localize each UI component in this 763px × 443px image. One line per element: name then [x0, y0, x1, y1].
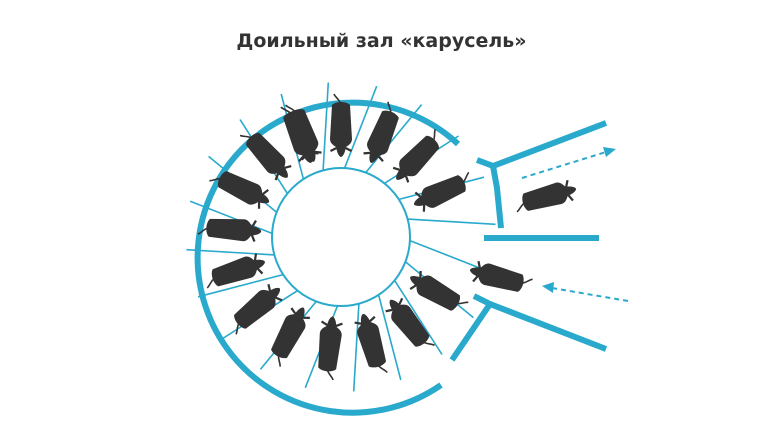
- carousel-structure: [186, 82, 608, 416]
- cow-in-stall: [196, 215, 263, 244]
- stall-divider: [352, 303, 360, 392]
- cow-in-stall: [206, 163, 275, 213]
- stall-divider: [393, 279, 443, 355]
- cow-in-stall: [314, 314, 345, 382]
- entry-arrow: [542, 282, 629, 302]
- cow-entering: [466, 258, 535, 298]
- stall-divider: [189, 200, 273, 235]
- stall-divider: [377, 294, 402, 381]
- cow-in-stall: [236, 122, 297, 186]
- stall-divider: [409, 239, 493, 274]
- cow-in-stall: [408, 168, 477, 216]
- stall-divider: [186, 248, 275, 256]
- exit-lane-wall: [491, 120, 608, 169]
- platform-inner-ring: [271, 167, 411, 307]
- exit-arrow: [521, 147, 616, 179]
- stall-divider: [197, 273, 284, 298]
- stall-divider: [407, 218, 496, 226]
- stall-divider: [322, 82, 330, 171]
- cow-in-stall: [263, 301, 314, 370]
- exit-guide-wall: [475, 157, 504, 229]
- stall-divider: [343, 85, 378, 169]
- cow-in-stall: [223, 279, 288, 339]
- diagram-title: Доильный зал «карусель»: [236, 30, 527, 52]
- stall-divider: [365, 104, 423, 174]
- cow-in-stall: [200, 250, 270, 293]
- entry-lane-wall: [488, 301, 608, 352]
- platform-cows: [196, 93, 477, 382]
- platform-outer-rim: [194, 99, 461, 416]
- cow-in-stall: [387, 125, 450, 188]
- cow-exiting: [511, 177, 580, 217]
